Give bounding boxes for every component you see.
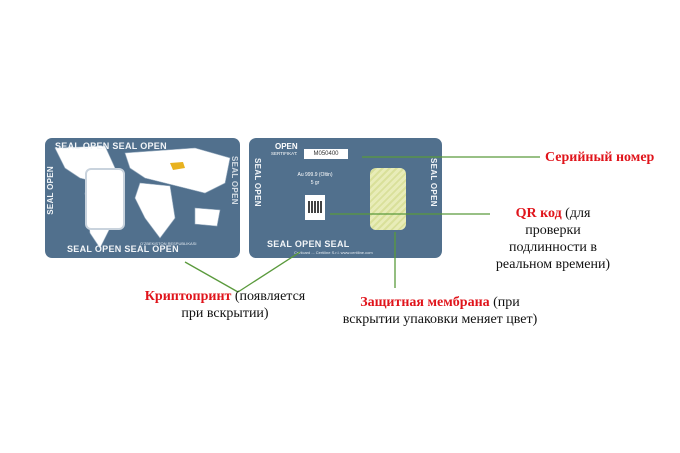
callout-membrane: Защитная мембрана (при вскрытии упаковки…: [335, 294, 545, 328]
callout-cryptoprint-title: Криптопринт: [144, 289, 232, 304]
callout-cryptoprint: Криптопринт (появляется при вскрытии): [140, 288, 310, 322]
callout-qr-title: QR код: [515, 206, 562, 221]
open-label: OPEN: [275, 142, 298, 151]
purity: Au 999.9 (Oltin): [297, 172, 333, 178]
product-window: [85, 168, 125, 230]
seal-text-right: SEAL OPEN: [230, 156, 239, 205]
qr-code: [305, 195, 325, 220]
cryptoprint-line-1: [184, 261, 239, 293]
purity-info: Au 999.9 (Oltin) 5 gr: [289, 171, 341, 187]
package-front: SEAL OPEN SEAL OPEN SEAL OPEN SEAL OPEN …: [45, 138, 240, 258]
serial-number: M050400: [304, 149, 348, 159]
footer-text: Certicard ... Certiline S.r.l. www.certi…: [294, 250, 373, 255]
package-back: OPEN SERTIFIKAT: M050400 Au 999.9 (Oltin…: [249, 138, 442, 258]
callout-qr-desc: (для проверки подлинности в реальном вре…: [495, 206, 611, 272]
callout-serial: Серийный номер: [545, 149, 654, 166]
callout-cryptoprint-desc: (появляется при вскрытии): [181, 289, 306, 321]
callout-serial-title: Серийный номер: [545, 150, 655, 165]
seal-text-bottom: SEAL OPEN SEAL: [267, 239, 350, 249]
callout-qr: QR код (для проверки подлинности в реаль…: [488, 205, 618, 273]
seal-text-left: SEAL OPEN: [253, 158, 262, 207]
security-membrane: [370, 168, 406, 230]
cryptoprint-line-2: [237, 251, 301, 293]
callout-membrane-desc: (при вскрытии упаковки меняет цвет): [342, 295, 538, 327]
seal-text-top: SEAL OPEN SEAL OPEN: [55, 141, 167, 151]
seal-text-bottom: SEAL OPEN SEAL OPEN: [67, 244, 179, 254]
qr-code-icon: [308, 201, 322, 213]
seal-text-right: SEAL OPEN: [429, 158, 438, 207]
sertifikat-label: SERTIFIKAT:: [271, 151, 298, 156]
country-text: O'ZBEKISTON RESPUBLIKASI: [140, 241, 197, 246]
weight: 5 gr: [310, 180, 320, 186]
callout-membrane-title: Защитная мембрана: [360, 295, 490, 310]
